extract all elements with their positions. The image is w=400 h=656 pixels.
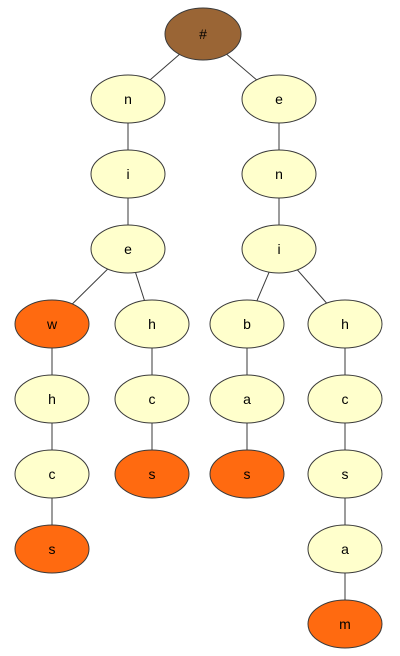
node-ellipse	[209, 449, 285, 499]
node-ellipse	[164, 7, 242, 61]
node-ellipse	[209, 299, 285, 349]
node-label: c	[342, 391, 349, 407]
tree-node: e	[241, 74, 317, 124]
terminal-node: s	[114, 449, 190, 499]
node-ellipse	[114, 449, 190, 499]
node-label: n	[275, 166, 283, 182]
node-label: b	[243, 316, 251, 332]
node-label: h	[48, 391, 56, 407]
node-label: c	[149, 391, 156, 407]
tree-node: a	[209, 374, 285, 424]
tree-node: b	[209, 299, 285, 349]
tree-node: h	[307, 299, 383, 349]
tree-node: c	[14, 449, 90, 499]
edges-layer	[51, 33, 346, 624]
terminal-node: w	[14, 299, 90, 349]
node-label: i	[126, 166, 129, 182]
terminal-node: s	[14, 524, 90, 574]
tree-node: i	[241, 224, 317, 274]
node-ellipse	[114, 299, 190, 349]
tree-node: s	[307, 449, 383, 499]
node-label: s	[342, 466, 349, 482]
tree-node: n	[241, 149, 317, 199]
node-label: i	[277, 241, 280, 257]
node-label: w	[46, 316, 58, 332]
node-ellipse	[90, 74, 166, 124]
node-ellipse	[14, 524, 90, 574]
tree-node: c	[307, 374, 383, 424]
node-ellipse	[90, 149, 166, 199]
node-label: a	[243, 391, 251, 407]
node-ellipse	[241, 224, 317, 274]
node-label: #	[199, 26, 207, 42]
node-label: m	[339, 616, 351, 632]
node-ellipse	[307, 599, 383, 649]
node-ellipse	[307, 524, 383, 574]
node-label: h	[148, 316, 156, 332]
tree-node: n	[90, 74, 166, 124]
node-label: s	[244, 466, 251, 482]
nodes-layer: # n e i e w h h c s c s n i b a s h c s a m	[14, 7, 383, 649]
terminal-node: s	[209, 449, 285, 499]
node-ellipse	[307, 449, 383, 499]
node-ellipse	[114, 374, 190, 424]
node-label: a	[341, 541, 349, 557]
node-label: n	[124, 91, 132, 107]
tree-node: h	[114, 299, 190, 349]
terminal-node: m	[307, 599, 383, 649]
node-ellipse	[241, 74, 317, 124]
node-ellipse	[307, 374, 383, 424]
tree-node: i	[90, 149, 166, 199]
node-ellipse	[14, 299, 90, 349]
node-label: h	[341, 316, 349, 332]
node-label: c	[49, 466, 56, 482]
tree-node: e	[90, 224, 166, 274]
node-label: e	[124, 241, 132, 257]
node-label: e	[275, 91, 283, 107]
node-ellipse	[14, 449, 90, 499]
node-ellipse	[307, 299, 383, 349]
node-ellipse	[241, 149, 317, 199]
node-ellipse	[90, 224, 166, 274]
node-ellipse	[14, 374, 90, 424]
tree-node: c	[114, 374, 190, 424]
tree-node: h	[14, 374, 90, 424]
node-label: s	[49, 541, 56, 557]
root-node: #	[164, 7, 242, 61]
node-label: s	[149, 466, 156, 482]
tree-node: a	[307, 524, 383, 574]
node-ellipse	[209, 374, 285, 424]
